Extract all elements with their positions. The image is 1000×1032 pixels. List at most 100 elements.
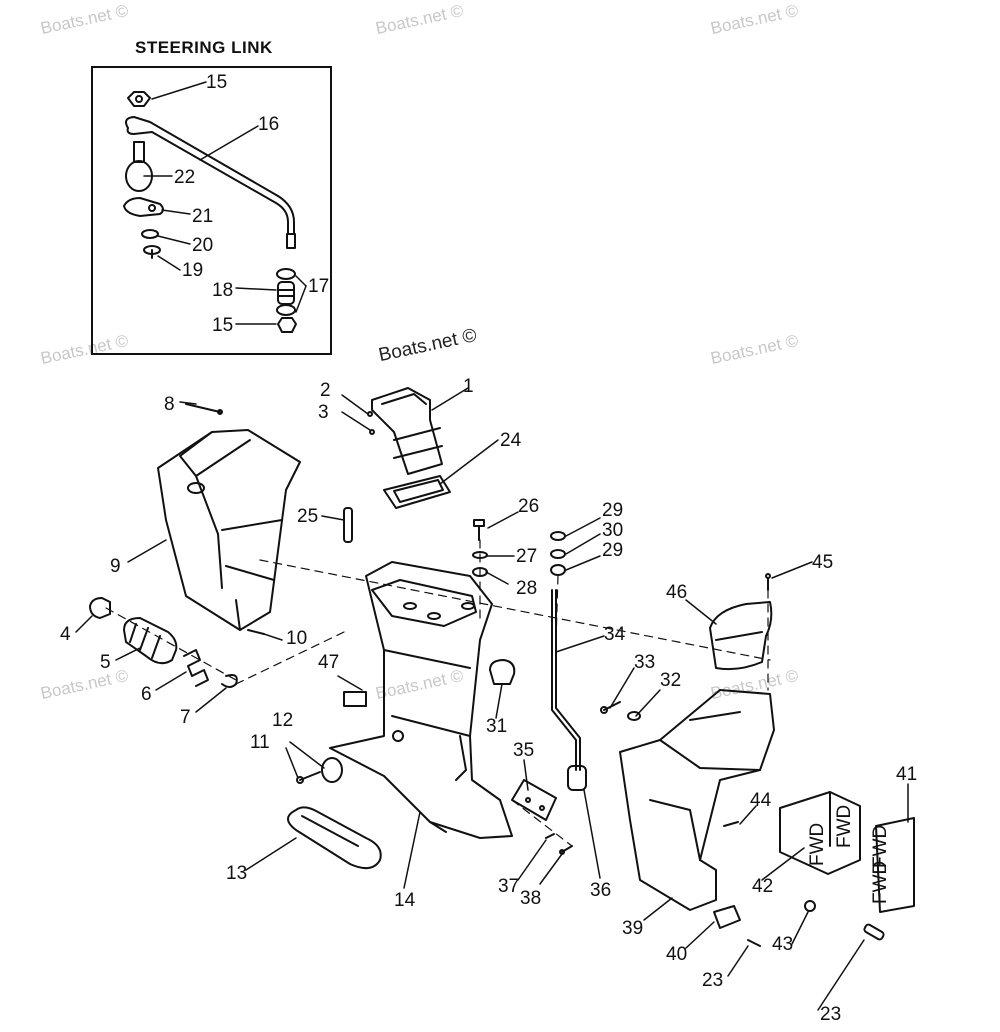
callout-14: 14	[394, 890, 416, 911]
exhaust-housing	[329, 561, 513, 839]
rod-bushing	[567, 765, 587, 791]
fwd-mark: FWD	[807, 823, 828, 866]
fwd-mark: FWD	[834, 805, 855, 848]
callout-4: 4	[60, 624, 71, 645]
washer-20	[141, 229, 159, 239]
shift-rod	[551, 589, 581, 771]
washer-30	[550, 549, 566, 559]
cover-plate	[511, 779, 557, 821]
callout-8: 8	[164, 394, 175, 415]
callout-3: 3	[318, 402, 329, 423]
callout-11: 11	[250, 732, 270, 753]
pin	[185, 403, 223, 415]
inset-title: STEERING LINK	[135, 38, 273, 57]
washer-32	[627, 711, 641, 721]
callout-44: 44	[750, 790, 772, 811]
callout-27: 27	[516, 546, 537, 567]
housing-cover	[157, 429, 301, 631]
rubber-boot	[123, 617, 178, 665]
callout-28: 28	[516, 578, 537, 599]
callout-43: 43	[772, 934, 793, 955]
callout-34: 34	[604, 624, 626, 645]
callout-12: 12	[272, 710, 293, 731]
screw-45	[765, 573, 771, 591]
screw-11	[296, 771, 321, 784]
fwd-markings: FWD FWD FWD FWD	[807, 805, 891, 904]
callout-16: 16	[258, 114, 279, 135]
decal	[343, 691, 367, 707]
locknut-top	[127, 91, 151, 107]
washer-43	[804, 900, 816, 912]
leader-lines	[75, 81, 909, 1011]
callout-35: 35	[513, 740, 534, 761]
stud-bracket	[123, 197, 164, 217]
screw-44	[723, 821, 739, 827]
ball-stud	[125, 141, 153, 192]
screw-38	[559, 845, 573, 855]
callout-30: 30	[602, 520, 623, 541]
callout-2: 2	[320, 380, 331, 401]
steering-link-inset-frame	[91, 66, 332, 355]
screw-10	[247, 629, 265, 635]
screw-23a	[747, 939, 761, 947]
rubber-mount	[489, 659, 516, 685]
callout-labels: 1 2 3 4 5 6 7 8 9 10 11 12 13 14 15 16 1…	[60, 72, 917, 1025]
callout-25: 25	[297, 506, 318, 527]
callout-15b: 15	[212, 315, 233, 336]
callout-39: 39	[622, 918, 643, 939]
callout-20: 20	[192, 235, 213, 256]
pin-23b	[863, 923, 885, 941]
callout-19: 19	[182, 260, 203, 281]
callout-38: 38	[520, 888, 541, 909]
fwd-mark: FWD	[870, 861, 891, 904]
callout-7: 7	[180, 707, 191, 728]
callout-15a: 15	[206, 72, 227, 93]
grommet-nut	[89, 597, 111, 619]
callout-13: 13	[226, 863, 247, 884]
washer-29a	[550, 531, 566, 541]
dowel-pin	[343, 507, 353, 543]
bolt-26	[473, 519, 485, 541]
spring	[183, 649, 209, 687]
link-lower-hardware	[276, 268, 297, 333]
callout-36: 36	[590, 880, 611, 901]
callout-45: 45	[812, 552, 833, 573]
callout-40: 40	[666, 944, 687, 965]
callout-23a: 23	[702, 970, 723, 991]
callout-24: 24	[500, 430, 522, 451]
callout-37: 37	[498, 876, 519, 897]
callout-42: 42	[752, 876, 773, 897]
alignment-lines	[105, 539, 771, 847]
callout-22: 22	[174, 167, 195, 188]
callout-31: 31	[486, 716, 507, 737]
callout-32: 32	[660, 670, 681, 691]
callout-26: 26	[518, 496, 539, 517]
bumper	[321, 757, 343, 783]
seal-ring	[287, 806, 382, 870]
lower-housing	[619, 689, 775, 911]
screw-37	[545, 833, 555, 839]
top-cover	[709, 601, 773, 671]
screw-19	[143, 245, 161, 259]
callout-23b: 23	[820, 1004, 841, 1025]
callout-6: 6	[141, 684, 152, 705]
callout-9: 9	[110, 556, 121, 577]
callout-46: 46	[666, 582, 687, 603]
callout-29a: 29	[602, 500, 623, 521]
washer-29b	[550, 564, 566, 576]
steering-arm	[371, 387, 443, 475]
callout-1: 1	[463, 376, 474, 397]
side-plate	[875, 817, 915, 913]
callout-5: 5	[100, 652, 111, 673]
bracket	[779, 791, 861, 875]
callout-33: 33	[634, 652, 655, 673]
callout-18: 18	[212, 280, 233, 301]
steering-arm-pins	[367, 411, 375, 435]
gasket	[383, 475, 451, 509]
callout-17: 17	[308, 276, 329, 297]
fwd-mark: FWD	[870, 825, 891, 868]
callout-10: 10	[286, 628, 307, 649]
anode	[713, 905, 741, 929]
callout-21: 21	[192, 206, 213, 227]
